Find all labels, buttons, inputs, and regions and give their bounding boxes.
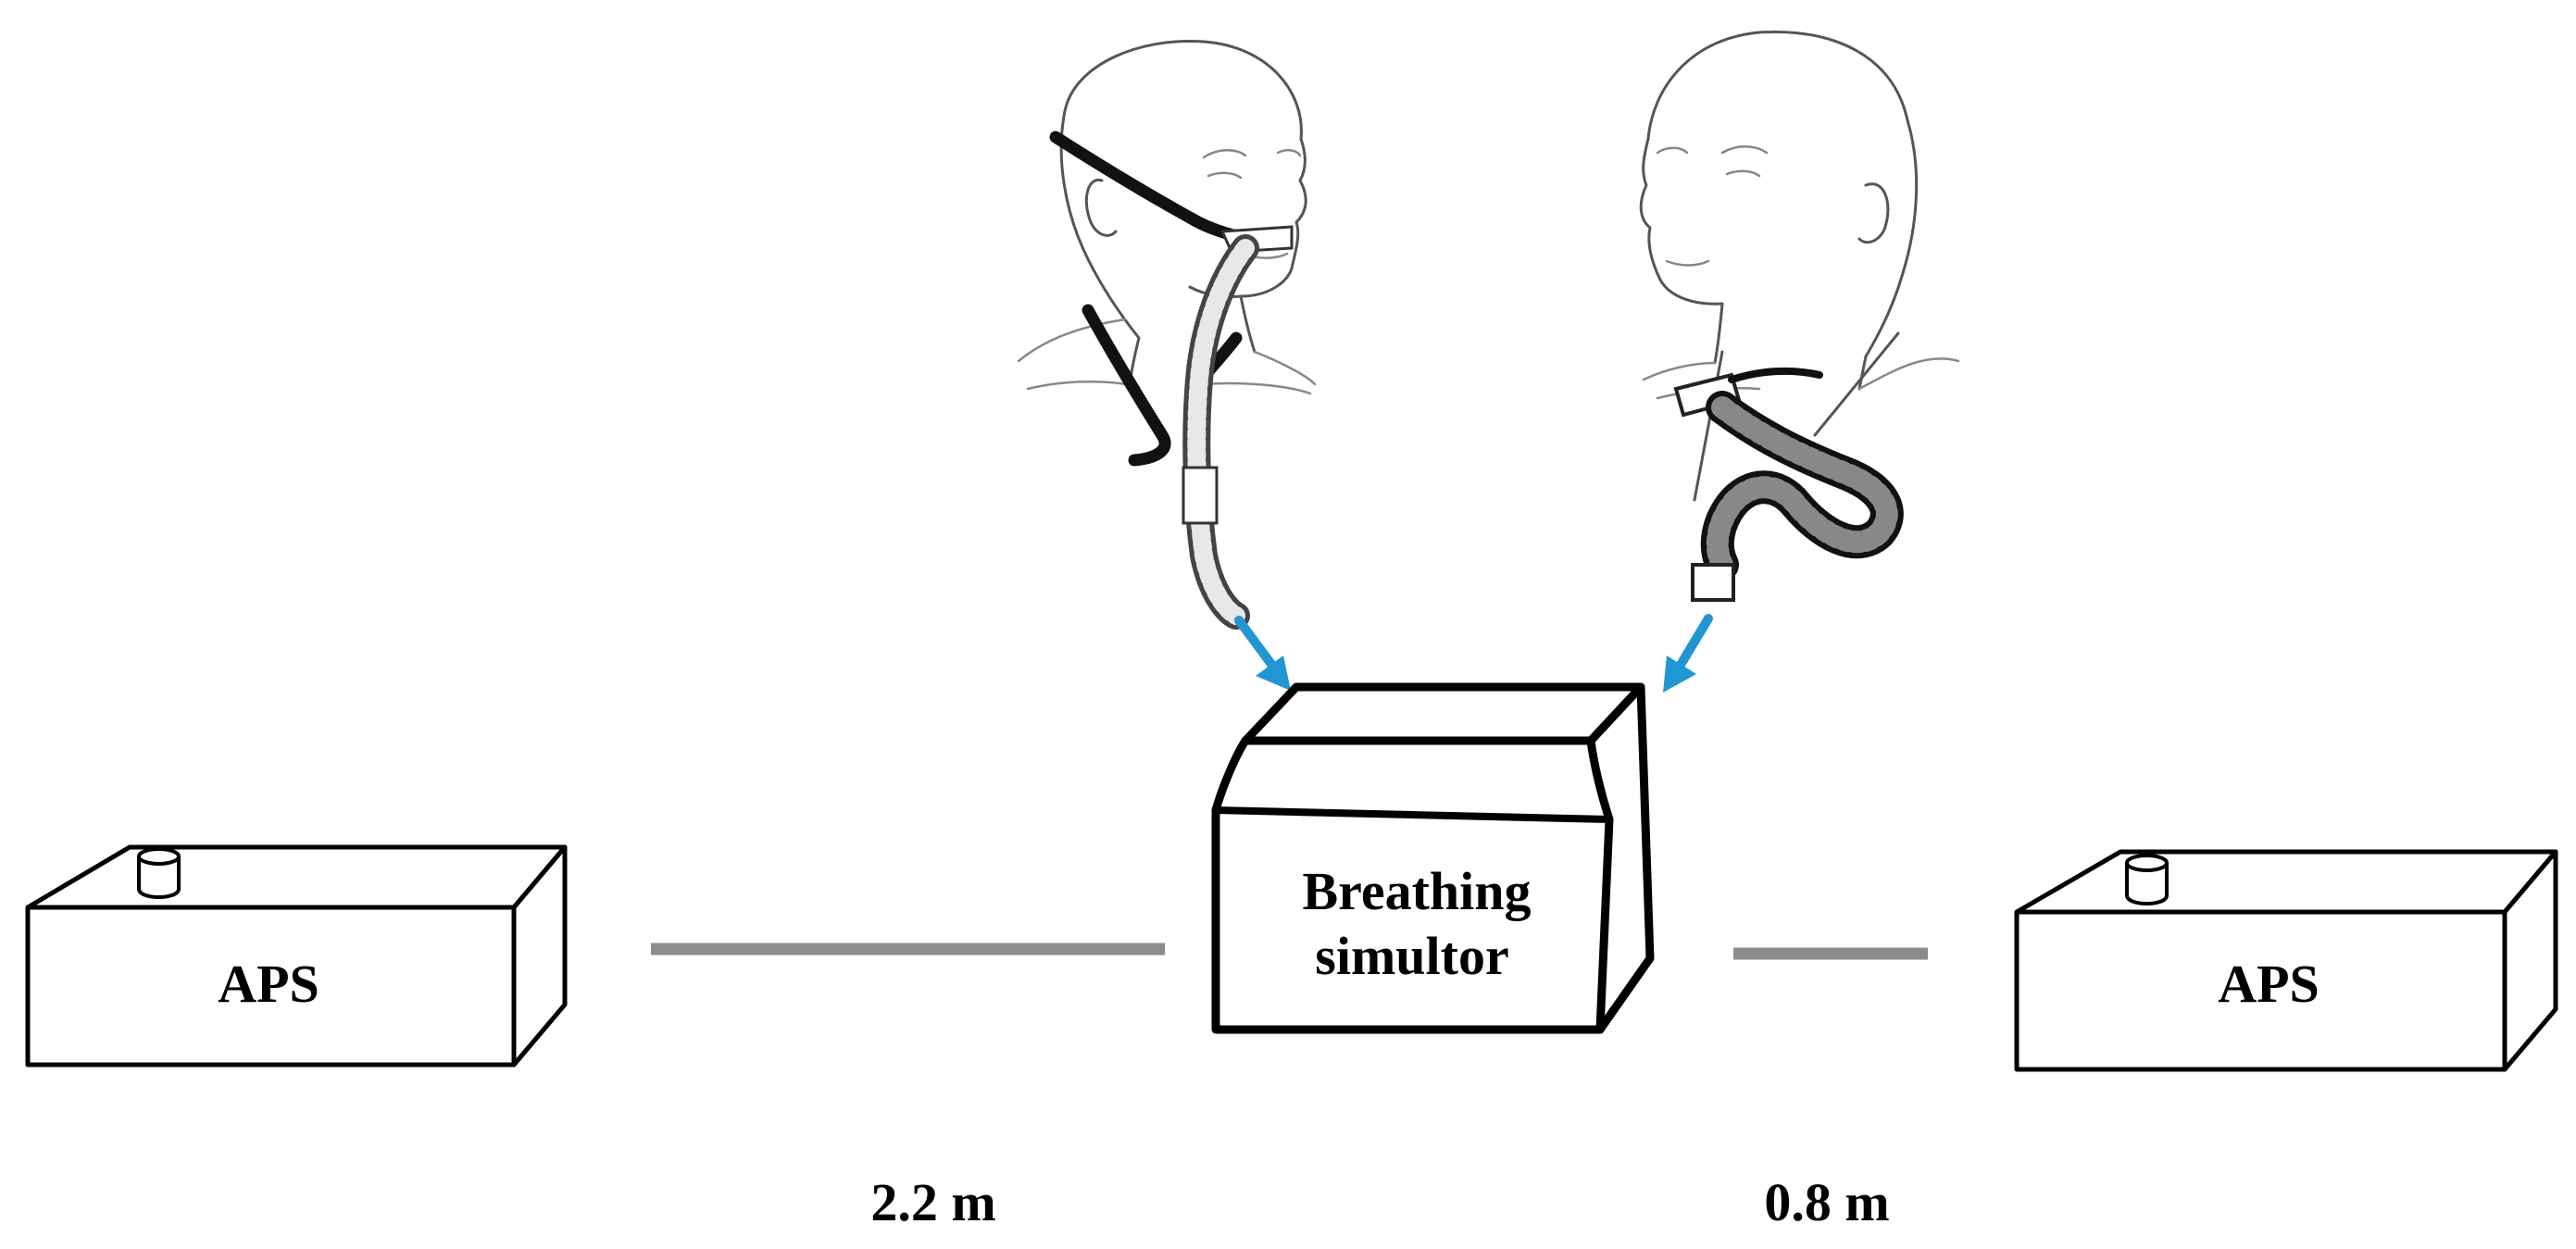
- tracheostomy-head-icon: [1639, 30, 1960, 602]
- left-flow-arrow: [1234, 616, 1291, 691]
- left-aps-label: APS: [218, 954, 319, 1014]
- right-flow-arrow: [1663, 614, 1713, 693]
- right-distance-label: 0.8 m: [1764, 1172, 1889, 1232]
- simulator-label-line2: simultor: [1315, 926, 1508, 986]
- right-aps-box: APS: [2014, 849, 2558, 1072]
- right-aps-label: APS: [2218, 954, 2320, 1014]
- left-aps-inlet-icon: [137, 847, 181, 899]
- right-aps-inlet-icon: [2125, 854, 2169, 906]
- breathing-simulator-box: Breathing simultor: [1211, 682, 1655, 1034]
- left-aps-box: APS: [25, 844, 568, 1068]
- left-distance-label: 2.2 m: [870, 1172, 995, 1232]
- nasal-cannula-head-icon: [1017, 39, 1317, 630]
- simulator-label-line1: Breathing: [1302, 861, 1531, 921]
